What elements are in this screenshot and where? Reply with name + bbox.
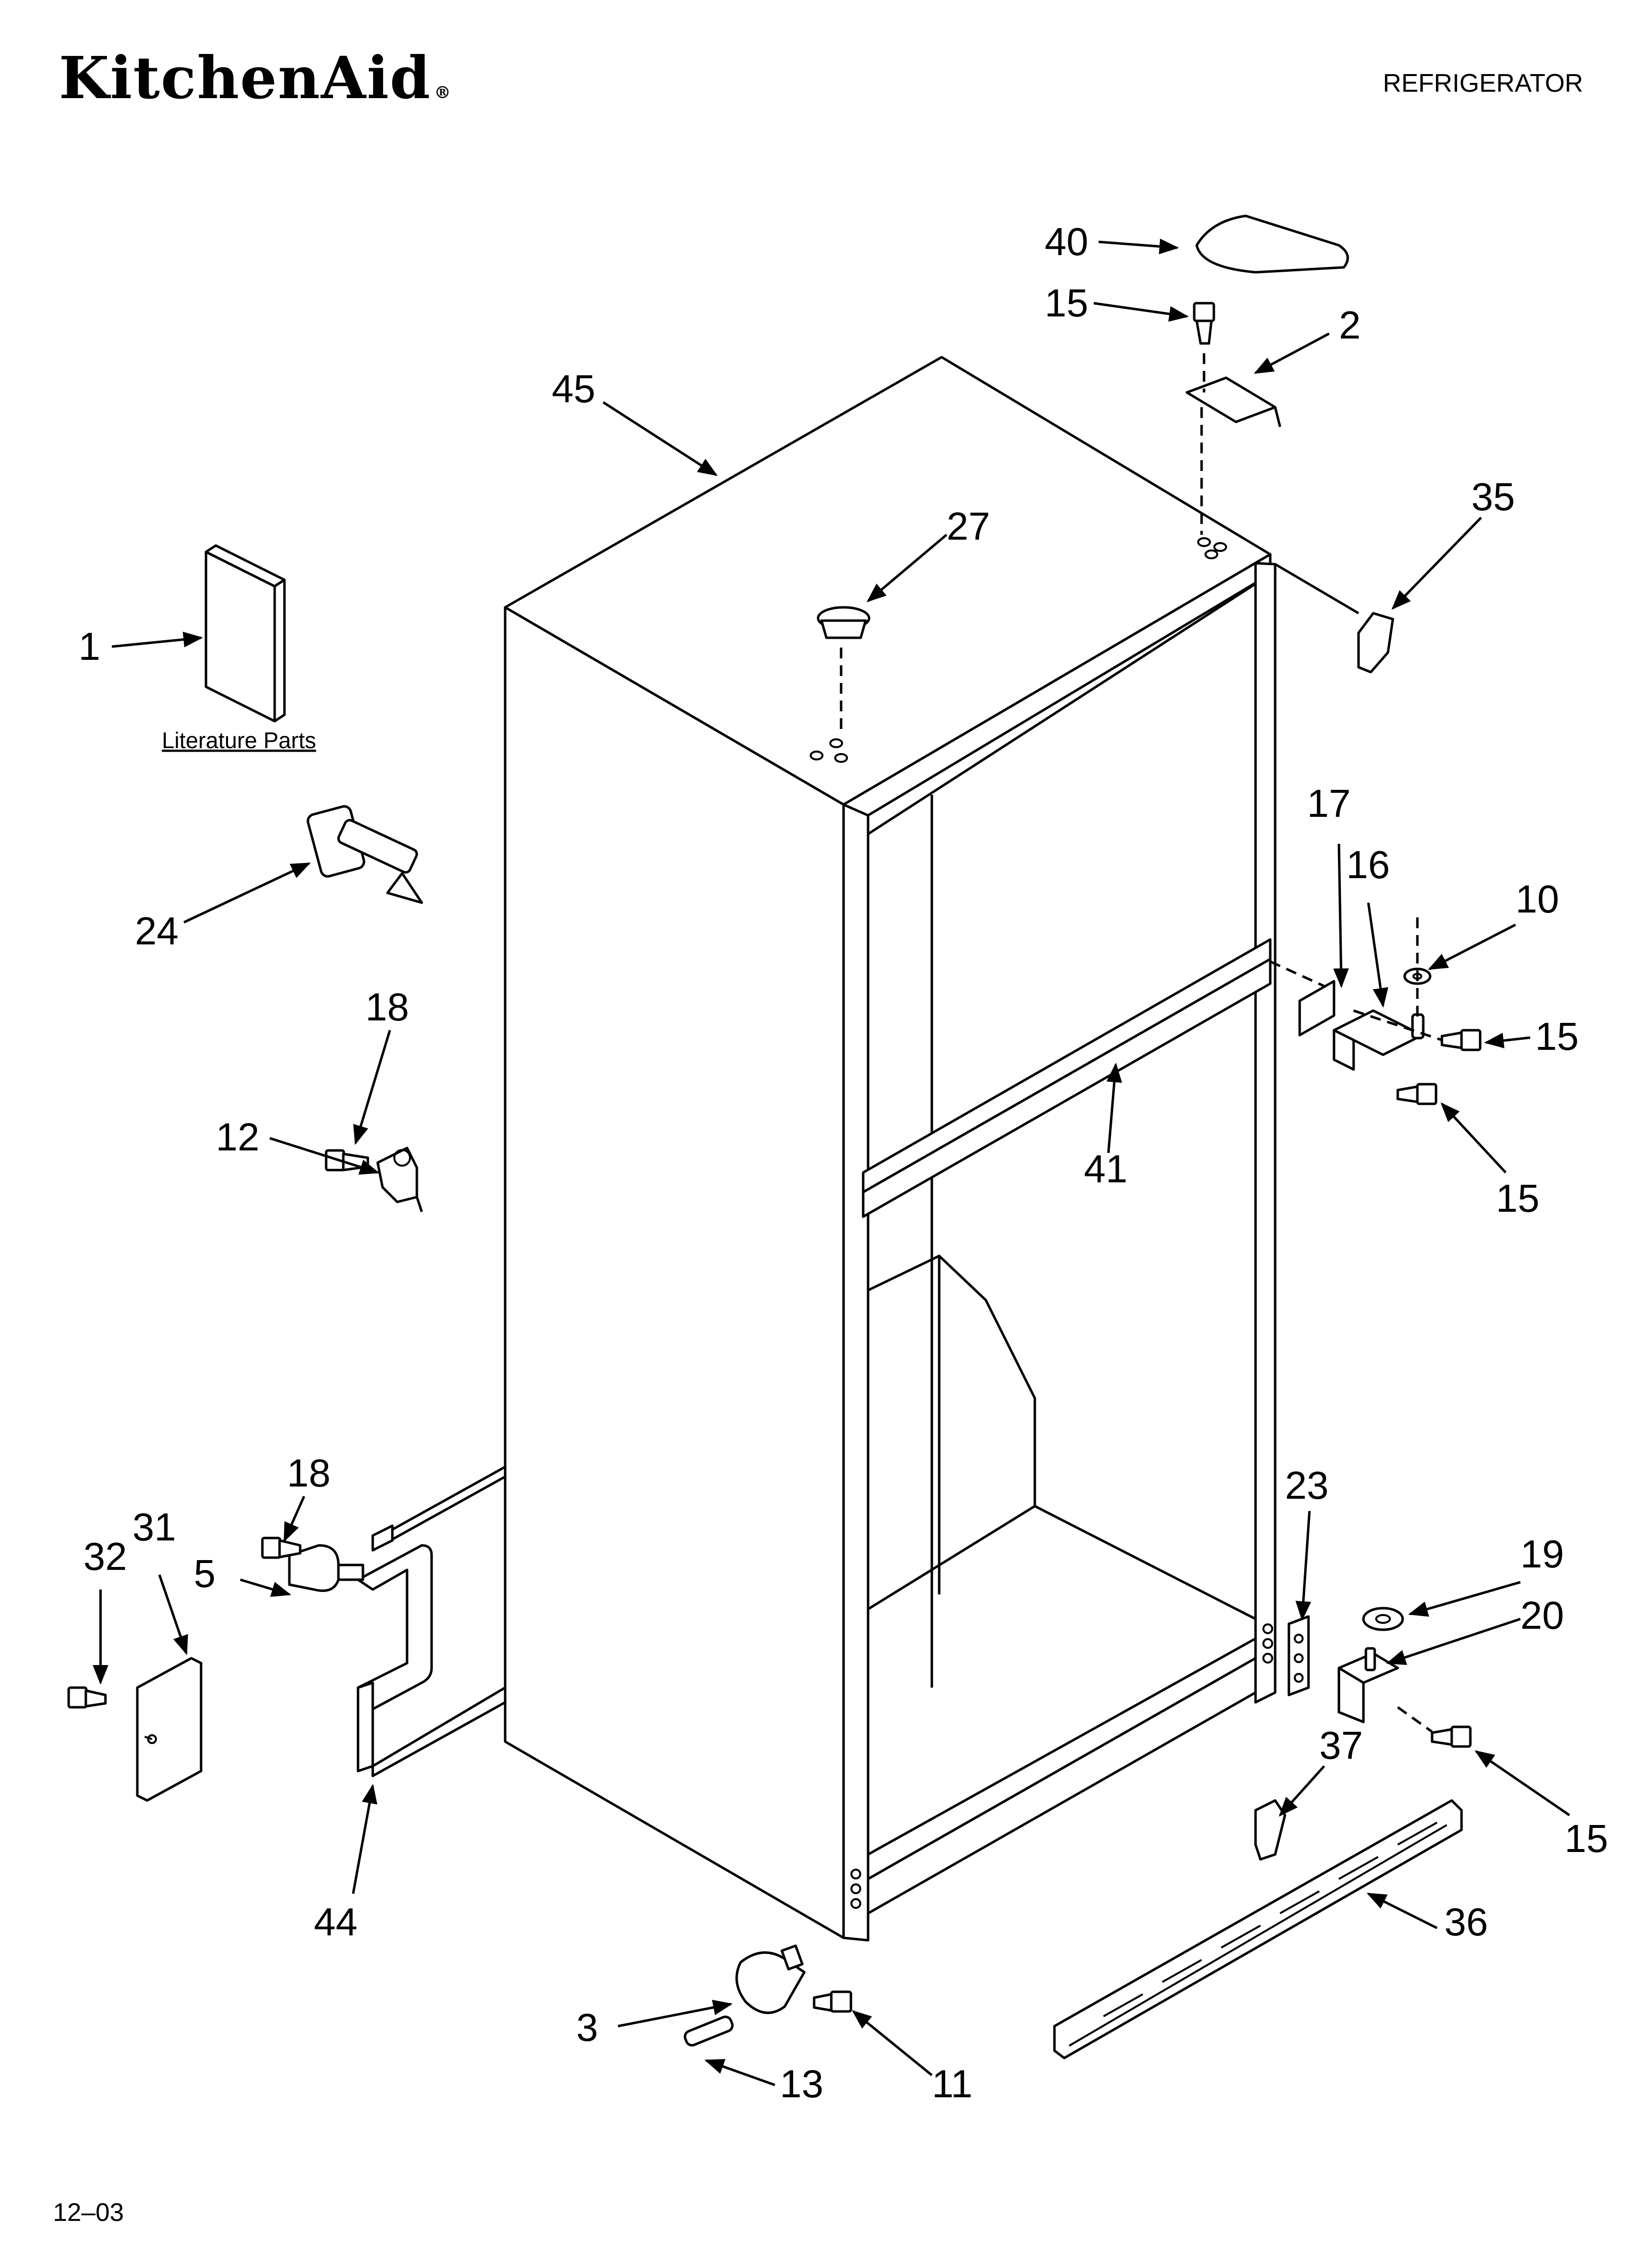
callout-leaders [93, 238, 1570, 2086]
callout-5: 5 [194, 1552, 216, 1595]
callout-18-upper: 18 [365, 985, 409, 1029]
cabinet [504, 356, 1277, 1942]
part-23-hinge-shim [1287, 1615, 1310, 1696]
part-37-grille-clip [1254, 1799, 1286, 1861]
part-24-hinge-pin [307, 805, 423, 904]
part-13-axle-pin [684, 2015, 734, 2047]
callout-19: 19 [1520, 1532, 1564, 1576]
part-19-washer [1362, 1607, 1404, 1631]
part-5-handle-clamp [288, 1544, 364, 1592]
callout-11: 11 [932, 2062, 973, 2106]
callout-40: 40 [1045, 220, 1088, 263]
callout-15-top: 15 [1045, 281, 1088, 325]
callout-15-mid-b: 15 [1496, 1176, 1539, 1220]
revision-code: 12–03 [53, 2198, 124, 2227]
callout-17: 17 [1307, 782, 1351, 825]
callout-13: 13 [780, 2062, 823, 2106]
part-15-screw-mid-b [1396, 1083, 1437, 1105]
callout-labels: 40 15 2 45 35 27 1 Literature Parts 24 1… [78, 220, 1608, 2106]
callout-18-lower: 18 [287, 1451, 331, 1495]
callout-10: 10 [1515, 877, 1559, 921]
callout-24: 24 [135, 909, 179, 953]
callout-32: 32 [83, 1535, 127, 1578]
callout-20: 20 [1520, 1593, 1564, 1637]
callout-31: 31 [132, 1505, 176, 1549]
callout-41: 41 [1084, 1147, 1128, 1191]
callout-3: 3 [576, 2006, 598, 2049]
part-3-roller [735, 1944, 806, 2014]
part-36-toe-grille [1053, 1799, 1463, 2059]
part-15-screw-top [1193, 302, 1215, 345]
part-27-plug [817, 606, 871, 736]
callout-23: 23 [1285, 1463, 1329, 1507]
part-15-screw-mid-a [1353, 1009, 1482, 1051]
callout-37: 37 [1319, 1723, 1363, 1767]
literature-parts-booklet [205, 544, 286, 723]
part-32-screw [67, 1686, 107, 1709]
part-20-bottom-hinge [1337, 1647, 1399, 1723]
part-2-top-hinge [1185, 353, 1282, 535]
callout-45: 45 [552, 367, 595, 411]
part-11-screw [813, 1990, 852, 2013]
callout-16: 16 [1346, 843, 1390, 886]
brand-logo: KitchenAid® [59, 49, 452, 107]
callout-27: 27 [947, 504, 990, 548]
part-15-screw-lower [1397, 1706, 1472, 1748]
page-title: REFRIGERATOR [1383, 69, 1583, 98]
part-31-end-cap [136, 1657, 203, 1802]
callout-35: 35 [1471, 475, 1515, 519]
center-divider-rail [862, 938, 1325, 1218]
literature-parts-caption: Literature Parts [162, 728, 316, 753]
part-12-clip [376, 1147, 423, 1212]
callout-2: 2 [1339, 303, 1361, 347]
registered-mark: ® [434, 83, 452, 103]
part-16-center-hinge [1333, 1009, 1425, 1071]
part-44-handle [357, 1465, 507, 1777]
callout-1: 1 [78, 625, 101, 668]
part-18-screw-lower [261, 1537, 302, 1559]
part-17-hinge-shim [1298, 980, 1335, 1037]
part-35-hinge-cap [1274, 563, 1394, 674]
callout-44: 44 [314, 1900, 358, 1944]
callout-12: 12 [216, 1115, 259, 1159]
callout-36: 36 [1444, 1900, 1488, 1944]
callout-15-lower: 15 [1565, 1817, 1608, 1860]
part-40-hinge-cover [1195, 214, 1349, 274]
part-10-washer [1403, 917, 1432, 1020]
callout-15-mid-a: 15 [1535, 1015, 1579, 1058]
brand-name: KitchenAid [59, 44, 432, 112]
